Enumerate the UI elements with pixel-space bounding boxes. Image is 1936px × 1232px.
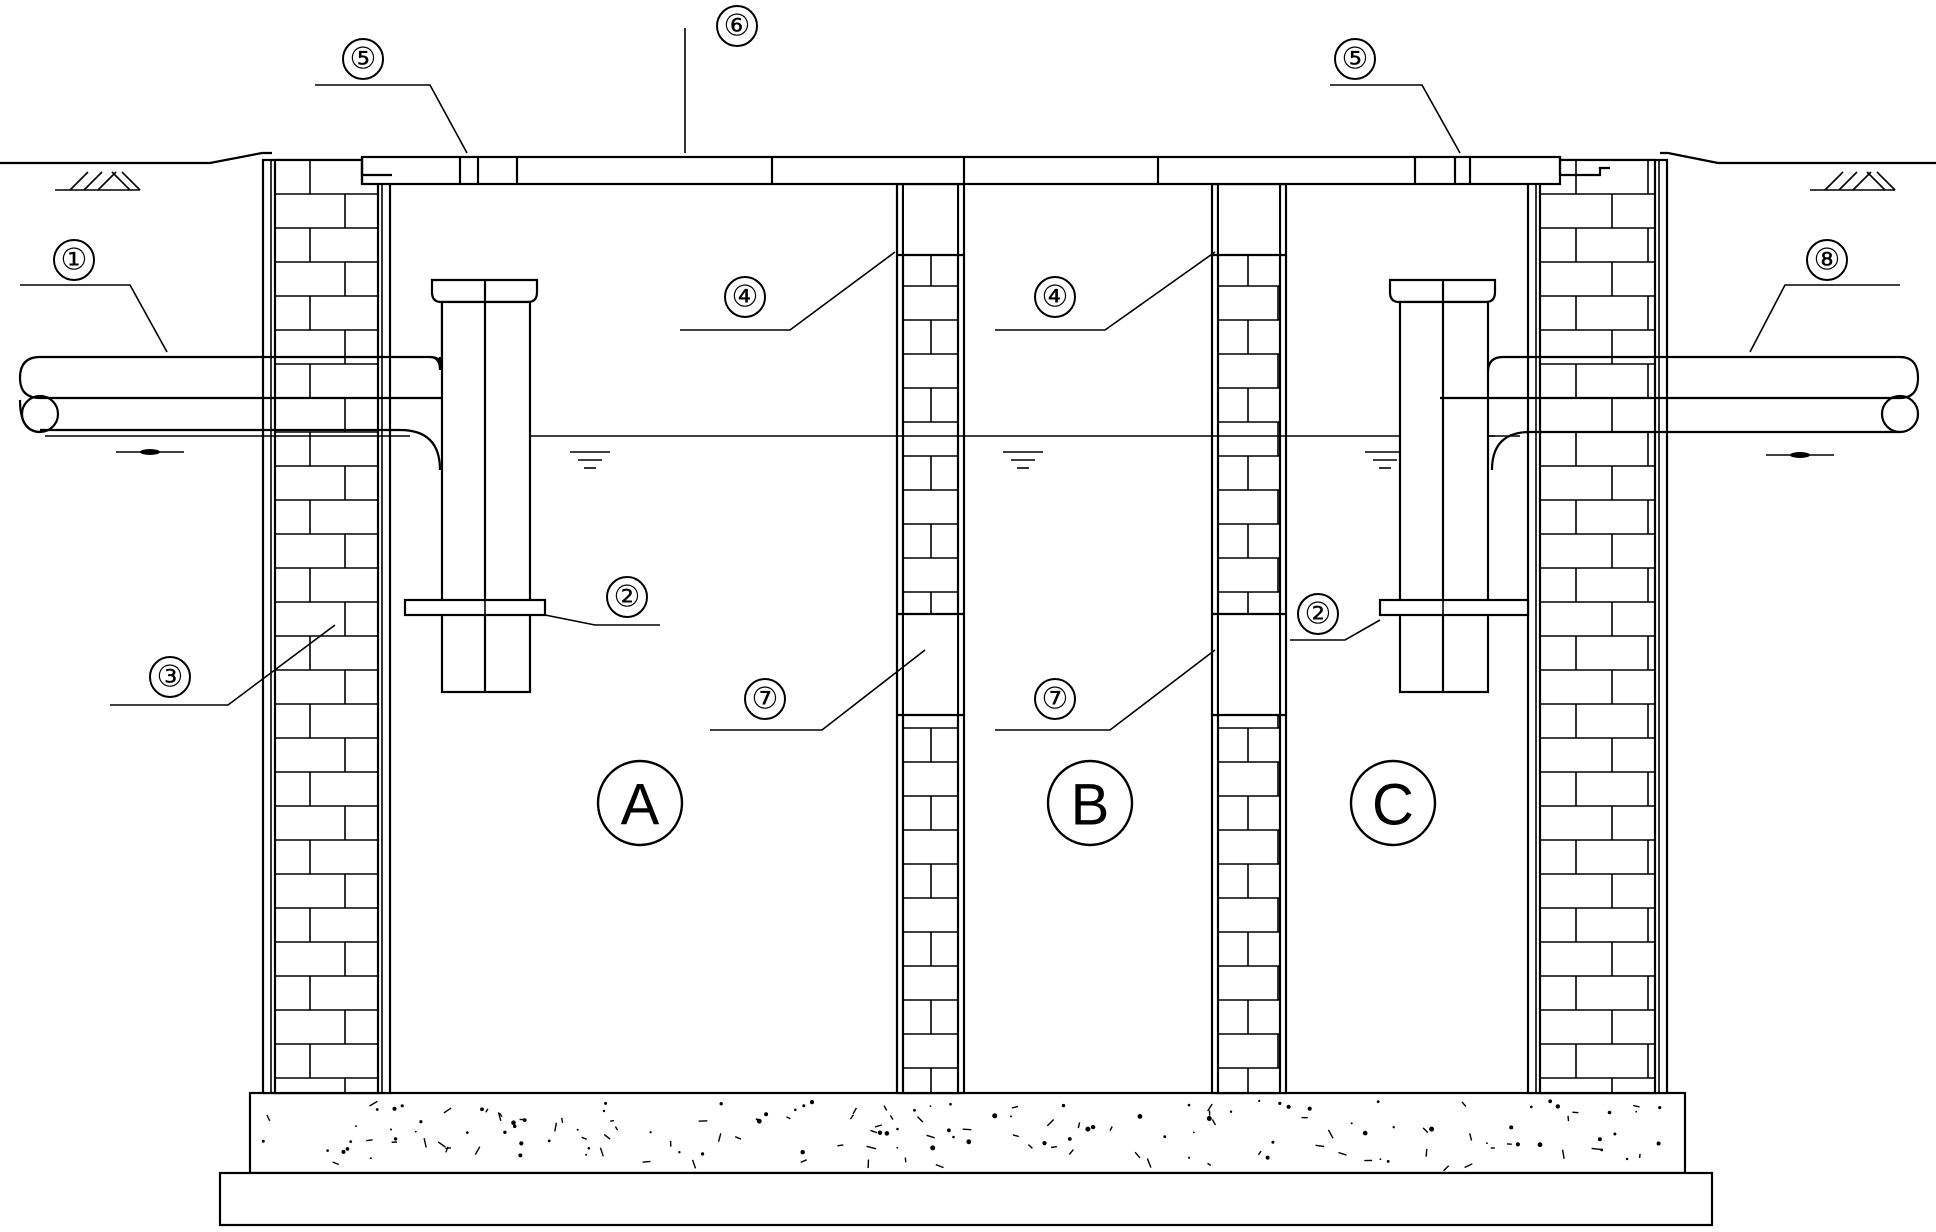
callouts: ① ② ② ③ ④ ④ ⑤ ⑤ ⑥ ⑦ ⑦ ⑧ (53, 5, 1848, 720)
chamber-label-b: B (1046, 759, 1134, 847)
chamber-letter: A (621, 773, 660, 838)
callout-c2-left: ② (606, 576, 648, 618)
chamber-label-a: A (596, 759, 684, 847)
callout-label: ⑦ (1042, 682, 1069, 717)
concrete-aggregate (261, 1099, 1662, 1172)
ground-line (0, 151, 1936, 165)
callout-label: ⑦ (752, 682, 779, 717)
callout-c7-right: ⑦ (1034, 678, 1076, 720)
callout-label: ③ (157, 660, 184, 695)
outlet-tee (1378, 278, 1530, 694)
callout-label: ⑤ (1342, 42, 1369, 77)
callout-c4-right: ④ (1034, 276, 1076, 318)
callout-label: ② (1305, 597, 1332, 632)
callout-c5-left: ⑤ (342, 38, 384, 80)
callout-c8: ⑧ (1806, 239, 1848, 281)
earth-hatch-right (1810, 171, 1896, 191)
inlet-tee (403, 278, 547, 694)
chamber-label-c: C (1349, 759, 1437, 847)
callout-c7-left: ⑦ (744, 678, 786, 720)
partition-wall-ab (895, 182, 966, 1095)
outer-wall-right (1526, 158, 1669, 1095)
callout-label: ② (614, 580, 641, 615)
outer-wall-left (261, 158, 392, 1095)
leader-lines (20, 28, 1900, 731)
partition-wall-bc (1210, 182, 1288, 1095)
masonry-walls (261, 158, 1669, 1095)
callout-label: ⑥ (724, 9, 751, 44)
earth-hatch-left (55, 171, 141, 191)
callout-c1-left: ① (53, 239, 95, 281)
callout-c4-left: ④ (724, 276, 766, 318)
outlet-pipe (1440, 355, 1920, 471)
callout-label: ④ (1042, 280, 1069, 315)
concrete-base-slab (248, 1091, 1687, 1175)
cover-slab (360, 155, 1610, 186)
callout-label: ① (61, 243, 88, 278)
inlet-pipe (18, 300, 480, 471)
callout-label: ④ (732, 280, 759, 315)
callout-c3: ③ (149, 656, 191, 698)
callout-c2-right: ② (1297, 593, 1339, 635)
bottom-base-slab (218, 1171, 1714, 1227)
callout-c6: ⑥ (716, 5, 758, 47)
chamber-letter: B (1071, 773, 1110, 838)
callout-c5-right: ⑤ (1334, 38, 1376, 80)
callout-label: ⑧ (1814, 243, 1841, 278)
water-level-symbols (116, 449, 1834, 469)
callout-label: ⑤ (350, 42, 377, 77)
chamber-labels: A B C (596, 759, 1437, 847)
chamber-letter: C (1372, 773, 1414, 838)
